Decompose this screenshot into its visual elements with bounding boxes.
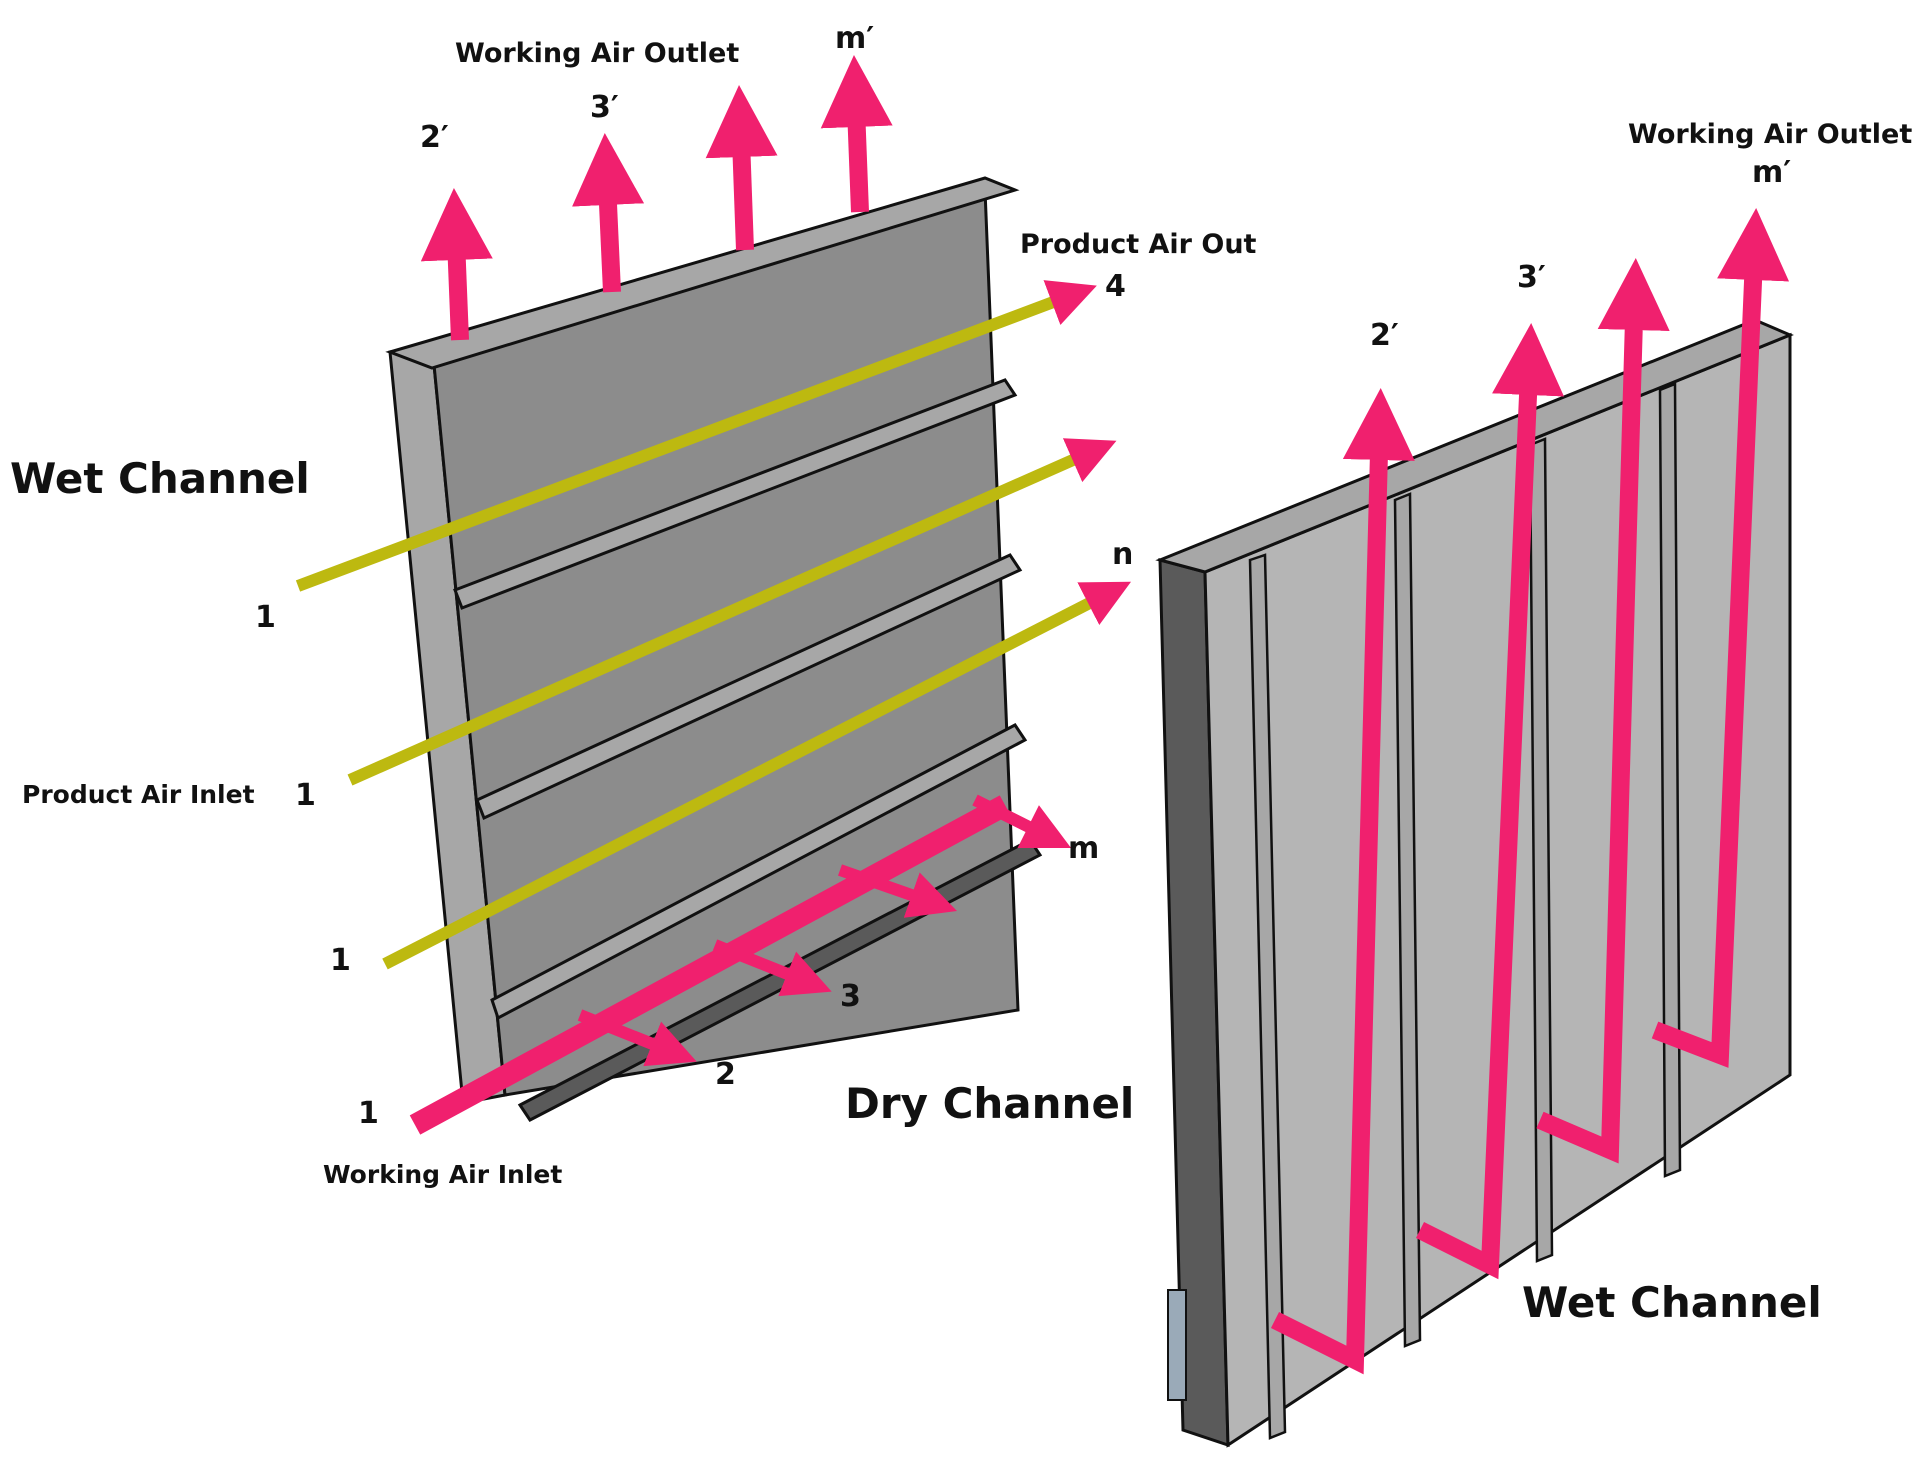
point-label-3prime-right: 3′ — [1517, 260, 1546, 295]
product-air-arrow-2 — [347, 438, 1117, 786]
working-air-arrows-right-plate — [1270, 208, 1790, 1375]
channel-divider-3 — [1528, 437, 1554, 1263]
point-label-1-mid: 1 — [295, 778, 316, 813]
plate-rib-1 — [453, 378, 1018, 610]
channel-divider-2 — [1393, 492, 1422, 1348]
plate-window — [1167, 1289, 1187, 1401]
working-air-outlet-arrow-mid — [705, 85, 778, 251]
point-label-m: m — [1068, 831, 1099, 866]
plate-top-rail — [385, 176, 1020, 370]
working-air-inlet-arrows — [409, 794, 1072, 1135]
point-label-4: 4 — [1105, 269, 1126, 304]
working-air-outlet-arrow-mprime — [820, 55, 893, 213]
working-air-outlet-label-left: Working Air Outlet — [455, 38, 739, 69]
plate-rib-3 — [490, 723, 1028, 1021]
wet-channel-flow-mid — [1536, 258, 1670, 1164]
wet-channel-flow-mprime — [1651, 208, 1790, 1068]
dry-outlet-arrow-m — [972, 794, 1072, 849]
product-air-arrow-3 — [382, 581, 1132, 970]
product-air-out-label: Product Air Out — [1020, 229, 1257, 260]
dry-outlet-arrow-mid — [838, 864, 957, 918]
dry-channel-plate — [385, 176, 1043, 1122]
wet-channel-flow-3prime — [1415, 323, 1565, 1280]
working-air-arrows-left-top — [420, 55, 893, 341]
working-air-inlet-label: Working Air Inlet — [323, 1160, 562, 1189]
point-label-2prime-right: 2′ — [1370, 318, 1399, 353]
dry-channel-label: Dry Channel — [845, 1079, 1134, 1128]
point-label-mprime-left: m′ — [835, 21, 874, 56]
dry-outlet-arrow-3 — [712, 939, 832, 997]
point-label-3prime-left: 3′ — [590, 90, 619, 125]
working-air-outlet-arrow-3prime — [572, 133, 645, 293]
dry-outlet-arrow-2 — [577, 1009, 697, 1067]
channel-divider-1 — [1248, 553, 1287, 1440]
point-label-1-low: 1 — [330, 943, 351, 978]
point-label-3: 3 — [840, 979, 861, 1014]
product-air-arrows — [295, 280, 1132, 970]
point-label-1-top: 1 — [255, 600, 276, 635]
working-air-outlet-arrow-2prime — [420, 188, 493, 341]
product-air-inlet-label: Product Air Inlet — [22, 780, 255, 809]
wet-channel-plate — [1155, 318, 1794, 1448]
working-air-outlet-label-right: Working Air Outlet — [1628, 119, 1912, 150]
plate-rib-2 — [475, 553, 1023, 821]
wet-channel-flow-2prime — [1270, 388, 1415, 1375]
product-air-arrow-1 — [295, 280, 1097, 592]
point-label-n: n — [1112, 537, 1133, 572]
channel-divider-4 — [1658, 382, 1682, 1178]
wet-channel-label-left: Wet Channel — [10, 454, 310, 503]
working-air-inlet-arrow — [409, 795, 1011, 1135]
point-label-mprime-right: m′ — [1752, 155, 1791, 190]
point-label-2: 2 — [715, 1057, 736, 1092]
point-label-2prime-left: 2′ — [420, 120, 449, 155]
wet-channel-label-right: Wet Channel — [1522, 1278, 1822, 1327]
point-label-1-working: 1 — [358, 1096, 379, 1131]
